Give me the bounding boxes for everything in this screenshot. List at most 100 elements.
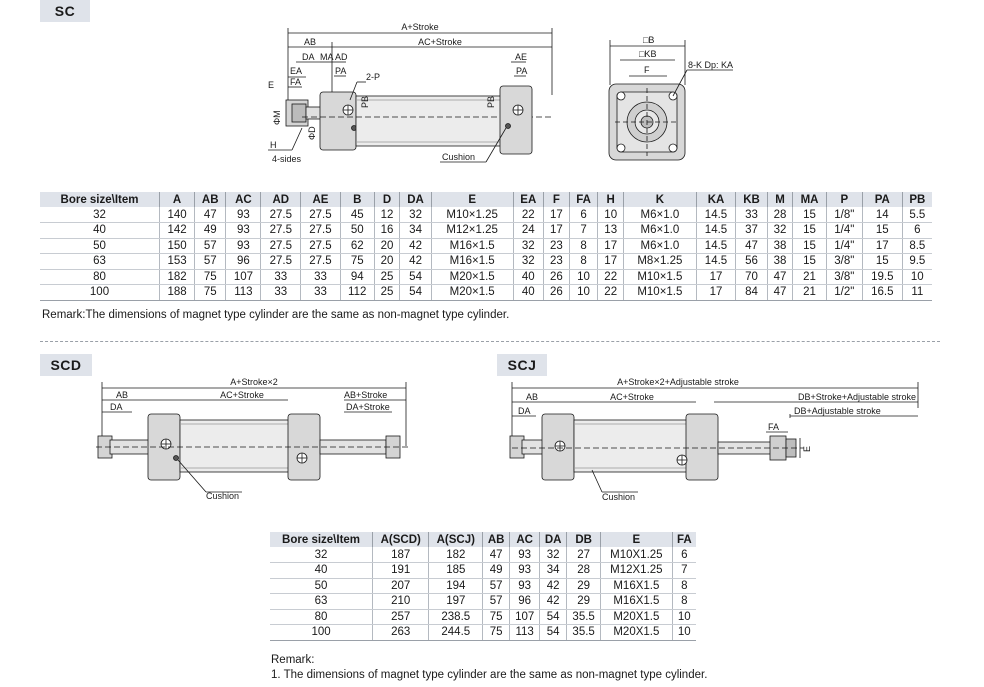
table-cell: 38 (766, 253, 793, 270)
table-cell: 50 (40, 238, 160, 254)
table-cell: 84 (735, 284, 768, 301)
table-cell: 75 (339, 253, 375, 270)
table-cell: 57 (194, 253, 226, 270)
table-cell: 14.5 (695, 238, 736, 254)
sc-label-b: □B (643, 35, 654, 45)
sc-label-da: DA (302, 52, 315, 62)
table-cell: 197 (428, 593, 483, 610)
table-cell: 42 (399, 238, 432, 254)
sc-label-ac-stroke: AC+Stroke (418, 37, 462, 47)
table-header-cell: PA (861, 192, 903, 207)
table-cell: 142 (159, 222, 195, 239)
table-cell: 16 (373, 222, 400, 239)
table-header-cell: AB (194, 192, 226, 207)
table-cell: 32 (512, 253, 544, 270)
table-cell: 112 (339, 284, 375, 301)
scd-label-a-stroke2: A+Stroke×2 (230, 377, 278, 387)
table-cell: 63 (270, 593, 373, 610)
table-header-cell: K (623, 192, 697, 207)
table-header-cell: E (600, 532, 673, 547)
table-cell: 1/8" (825, 207, 863, 223)
table-cell: 15 (792, 222, 827, 239)
table-cell: 6 (901, 222, 932, 239)
table-cell: 32 (512, 238, 544, 254)
table-header-cell: AC (509, 532, 540, 547)
table-cell: 34 (539, 562, 567, 579)
table-header-cell: E (430, 192, 514, 207)
table-cell: 17 (861, 238, 903, 254)
sc-label-ea: EA (290, 66, 302, 76)
table-cell: 113 (225, 284, 261, 301)
table-cell: 10 (671, 609, 696, 625)
table-cell: 27.5 (300, 222, 341, 239)
table-header-cell: PB (901, 192, 932, 207)
table-cell: 33 (300, 284, 341, 301)
table-cell: 26 (542, 269, 570, 285)
table-cell: M16×1.5 (430, 253, 514, 270)
table-header-cell: AC (225, 192, 261, 207)
table-cell: 24 (512, 222, 544, 239)
table-cell: 27.5 (260, 222, 301, 239)
table-cell: 50 (339, 222, 375, 239)
scj-label-ac-stroke: AC+Stroke (610, 392, 654, 402)
scj-label-da: DA (518, 406, 531, 416)
table-cell: 21 (792, 284, 827, 301)
scj-label-db-adj: DB+Adjustable stroke (794, 406, 881, 416)
table-cell: 15 (792, 207, 827, 223)
table-header-cell: DA (539, 532, 567, 547)
table-cell: 28 (766, 207, 793, 223)
table-cell: 45 (339, 207, 375, 223)
table-cell: 107 (509, 609, 540, 625)
table-cell: 33 (260, 269, 301, 285)
table-cell: 17 (597, 238, 624, 254)
table-cell: 75 (482, 624, 510, 641)
scj-label-ab: AB (526, 392, 538, 402)
table-header-cell: A(SCD) (372, 532, 429, 547)
table-cell: 54 (399, 284, 432, 301)
table-cell: 57 (482, 578, 510, 594)
sc-label-a-stroke: A+Stroke (401, 22, 438, 32)
table-header-cell: KA (695, 192, 736, 207)
table-cell: 47 (735, 238, 768, 254)
sc-label-ae: AE (515, 52, 527, 62)
table-cell: 32 (399, 207, 432, 223)
table-header-cell: F (542, 192, 570, 207)
table-header-cell: MA (792, 192, 827, 207)
table-cell: 40 (512, 269, 544, 285)
table-header-cell: AB (482, 532, 510, 547)
table-cell: 20 (373, 238, 400, 254)
table-cell: 26 (542, 284, 570, 301)
table-cell: 10 (568, 269, 598, 285)
sc-label-phi-d: ΦD (307, 126, 317, 140)
scd-label-cushion: Cushion (206, 491, 239, 501)
table-cell: 70 (735, 269, 768, 285)
table-cell: 35.5 (566, 624, 601, 641)
table-cell: 42 (539, 593, 567, 610)
table-cell: 11 (901, 284, 932, 301)
table-header-cell: DB (566, 532, 601, 547)
table-cell: 47 (194, 207, 226, 223)
table-cell: 19.5 (861, 269, 903, 285)
table-cell: 14.5 (695, 222, 736, 239)
table-cell: 93 (225, 207, 261, 223)
table-cell: M16X1.5 (600, 593, 673, 610)
table-cell: 54 (399, 269, 432, 285)
table-cell: 56 (735, 253, 768, 270)
table-cell: M10X1.25 (600, 547, 673, 563)
table-cell: 5.5 (901, 207, 932, 223)
sc-label-ma: MA (320, 52, 334, 62)
table-cell: 38 (766, 238, 793, 254)
table-cell: 93 (225, 238, 261, 254)
table-cell: M16×1.5 (430, 238, 514, 254)
table-cell: 40 (512, 284, 544, 301)
table-cell: 23 (542, 253, 570, 270)
table-cell: 14 (861, 207, 903, 223)
table-cell: 27.5 (300, 238, 341, 254)
table-cell: 188 (159, 284, 195, 301)
